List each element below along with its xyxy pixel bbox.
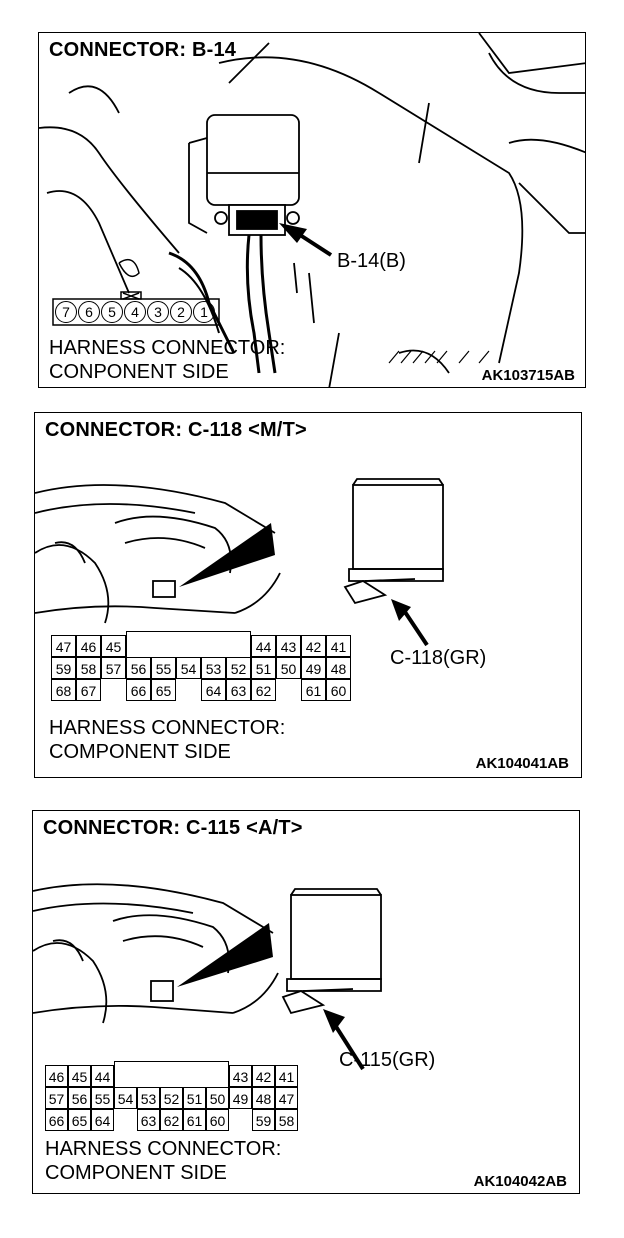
pin-cell: 2	[170, 301, 192, 323]
pin-cell: 48	[326, 657, 351, 679]
pin-cell: 43	[229, 1065, 252, 1087]
pin-cell: 59	[51, 657, 76, 679]
pin-cell: 57	[45, 1087, 68, 1109]
pin-cell: 46	[76, 635, 101, 657]
pin-cell: 3	[147, 301, 169, 323]
pin-cell: 67	[76, 679, 101, 701]
pin-cell: 41	[275, 1065, 298, 1087]
pin-cell: 57	[101, 657, 126, 679]
pin-cell: 51	[251, 657, 276, 679]
empty-pin-slot	[229, 1109, 252, 1131]
pin-cell: 54	[176, 657, 201, 679]
pin-cell: 63	[226, 679, 251, 701]
pin-cell: 60	[326, 679, 351, 701]
pin-cell: 44	[251, 635, 276, 657]
pin-cell: 60	[206, 1109, 229, 1131]
pin-cell: 52	[226, 657, 251, 679]
b14-location-illustration	[39, 33, 585, 387]
connector-callout-label: B-14(B)	[337, 250, 406, 272]
pin-cell: 61	[301, 679, 326, 701]
pin-cell: 52	[160, 1087, 183, 1109]
pin-cell: 50	[276, 657, 301, 679]
pin-cell: 65	[151, 679, 176, 701]
connector-callout-label: C-118(GR)	[390, 647, 487, 669]
harness-connector-label: HARNESS CONNECTOR:	[49, 717, 286, 739]
c118-location-illustration	[35, 478, 444, 647]
pin-cell: 42	[301, 635, 326, 657]
pin-cell: 46	[45, 1065, 68, 1087]
pin-cell: 41	[326, 635, 351, 657]
pin-cell: 48	[252, 1087, 275, 1109]
pin-cell: 66	[126, 679, 151, 701]
pin-cell: 58	[275, 1109, 298, 1131]
panel-title: CONNECTOR: C-118 <M/T>	[45, 419, 307, 441]
pin-cell: 63	[137, 1109, 160, 1131]
connector-callout-label: C-115(GR)	[339, 1049, 436, 1071]
pin-cell: 1	[193, 301, 215, 323]
empty-pin-slot	[101, 679, 126, 701]
pin-cell: 47	[51, 635, 76, 657]
connector-key-block	[126, 631, 251, 657]
harness-connector-label: HARNESS CONNECTOR:	[45, 1138, 282, 1160]
pin-cell: 7	[55, 301, 77, 323]
pin-cell: 56	[126, 657, 151, 679]
pin-cell: 43	[276, 635, 301, 657]
pin-cell: 42	[252, 1065, 275, 1087]
pin-cell: 6	[78, 301, 100, 323]
pin-cell: 4	[124, 301, 146, 323]
pin-cell: 44	[91, 1065, 114, 1087]
panel-title: CONNECTOR: B-14	[49, 39, 237, 61]
pin-cell: 64	[201, 679, 226, 701]
pin-cell: 58	[76, 657, 101, 679]
pin-cell: 5	[101, 301, 123, 323]
empty-pin-slot	[276, 679, 301, 701]
figure-code: AK104042AB	[473, 1173, 567, 1190]
empty-pin-slot	[114, 1109, 137, 1131]
harness-connector-label: HARNESS CONNECTOR:	[49, 337, 286, 359]
pin-cell: 56	[68, 1087, 91, 1109]
pin-cell: 45	[101, 635, 126, 657]
pin-cell: 64	[91, 1109, 114, 1131]
pin-cell: 55	[91, 1087, 114, 1109]
pin-cell: 49	[229, 1087, 252, 1109]
component-side-label: COMPONENT SIDE	[49, 741, 231, 763]
pin-cell: 53	[201, 657, 226, 679]
component-side-label: COMPONENT SIDE	[45, 1162, 227, 1184]
component-side-label: CONPONENT SIDE	[49, 361, 229, 383]
pin-cell: 51	[183, 1087, 206, 1109]
pin-cell: 47	[275, 1087, 298, 1109]
figure-code: AK104041AB	[475, 755, 569, 772]
pin-cell: 49	[301, 657, 326, 679]
connector-key-block	[114, 1061, 229, 1087]
pin-cell: 61	[183, 1109, 206, 1131]
pin-cell: 59	[252, 1109, 275, 1131]
pin-cell: 68	[51, 679, 76, 701]
pin-cell: 62	[160, 1109, 183, 1131]
empty-pin-slot	[176, 679, 201, 701]
c115-location-illustration	[33, 883, 382, 1071]
pin-cell: 65	[68, 1109, 91, 1131]
panel-title: CONNECTOR: C-115 <A/T>	[43, 817, 303, 839]
connector-panel-b14: CONNECTOR: B-14 B-14(B) 7 6 5 4 3 2 1 HA…	[38, 32, 586, 388]
pin-cell: 66	[45, 1109, 68, 1131]
pin-cell: 50	[206, 1087, 229, 1109]
pin-cell: 53	[137, 1087, 160, 1109]
pin-cell: 62	[251, 679, 276, 701]
pin-cell: 54	[114, 1087, 137, 1109]
figure-code: AK103715AB	[481, 367, 575, 384]
pin-cell: 45	[68, 1065, 91, 1087]
pin-cell: 55	[151, 657, 176, 679]
